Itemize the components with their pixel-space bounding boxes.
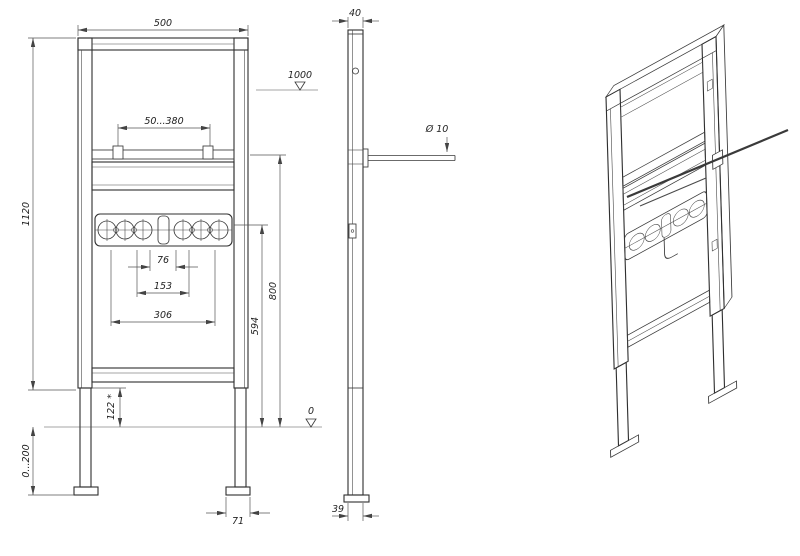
dim-leg-adjust: 0...200 xyxy=(21,427,74,496)
iso-anchor-rod-inner xyxy=(639,177,707,207)
dim-hole-spacing-small-label: 76 xyxy=(157,255,169,266)
dim-rod-diameter-label: Ø 10 xyxy=(425,124,449,135)
dim-hole-spacing-wide-label: 306 xyxy=(154,310,172,321)
dim-frame-depth-label: 40 xyxy=(349,8,361,19)
dim-rod-diameter: Ø 10 xyxy=(425,124,450,152)
dim-frame-height-label: 1120 xyxy=(21,202,32,226)
dim-frame-height: 1120 xyxy=(21,37,76,391)
iso-frame xyxy=(604,23,738,458)
dim-leg-adjust-label: 0...200 xyxy=(21,444,32,477)
side-profile xyxy=(343,29,370,503)
dim-plate-level: 594 xyxy=(234,224,268,427)
dim-hole-spacing-small: 76 xyxy=(128,250,198,271)
side-view: 40 Ø 10 39 xyxy=(332,8,456,521)
frame-body xyxy=(77,37,249,389)
dim-plate-level-label: 594 xyxy=(250,317,261,335)
isometric-view xyxy=(604,23,789,458)
dim-rail-level: 800 xyxy=(250,154,286,427)
perforated-plate xyxy=(94,213,233,247)
dim-hole-spacing-mid-label: 153 xyxy=(154,281,172,292)
level-marker-1000-label: 1000 xyxy=(288,70,312,81)
dim-frame-width-label: 500 xyxy=(154,18,172,29)
dim-hole-spacing-wide: 306 xyxy=(110,250,216,326)
dim-leg-offset-label: 122 * xyxy=(106,394,117,420)
frame-legs xyxy=(73,387,251,496)
dim-foot-width: 71 xyxy=(206,497,270,527)
dim-foot-width-label: 71 xyxy=(232,516,244,527)
mounting-rail xyxy=(91,145,235,191)
wall-anchor-rod xyxy=(362,148,456,168)
level-marker-0-label: 0 xyxy=(308,406,314,417)
dim-fastening-range-label: 50...380 xyxy=(144,116,183,127)
dim-rail-level-label: 800 xyxy=(268,282,279,300)
iso-anchor-rod xyxy=(626,128,789,199)
level-marker-1000: 1000 xyxy=(288,70,312,91)
dim-frame-width: 500 xyxy=(77,18,249,36)
dim-fastening-range: 50...380 xyxy=(117,116,211,146)
dim-leg-offset: 122 * xyxy=(92,387,126,427)
dim-foot-depth: 39 xyxy=(332,503,379,521)
dim-foot-depth-label: 39 xyxy=(332,504,344,515)
dim-hole-spacing-mid: 153 xyxy=(136,250,190,297)
level-marker-0: 0 xyxy=(305,406,317,428)
dim-frame-depth: 40 xyxy=(332,8,379,28)
front-view: 500 1120 0...200 122 * 50...380 xyxy=(21,18,322,527)
iso-hook xyxy=(663,237,678,259)
